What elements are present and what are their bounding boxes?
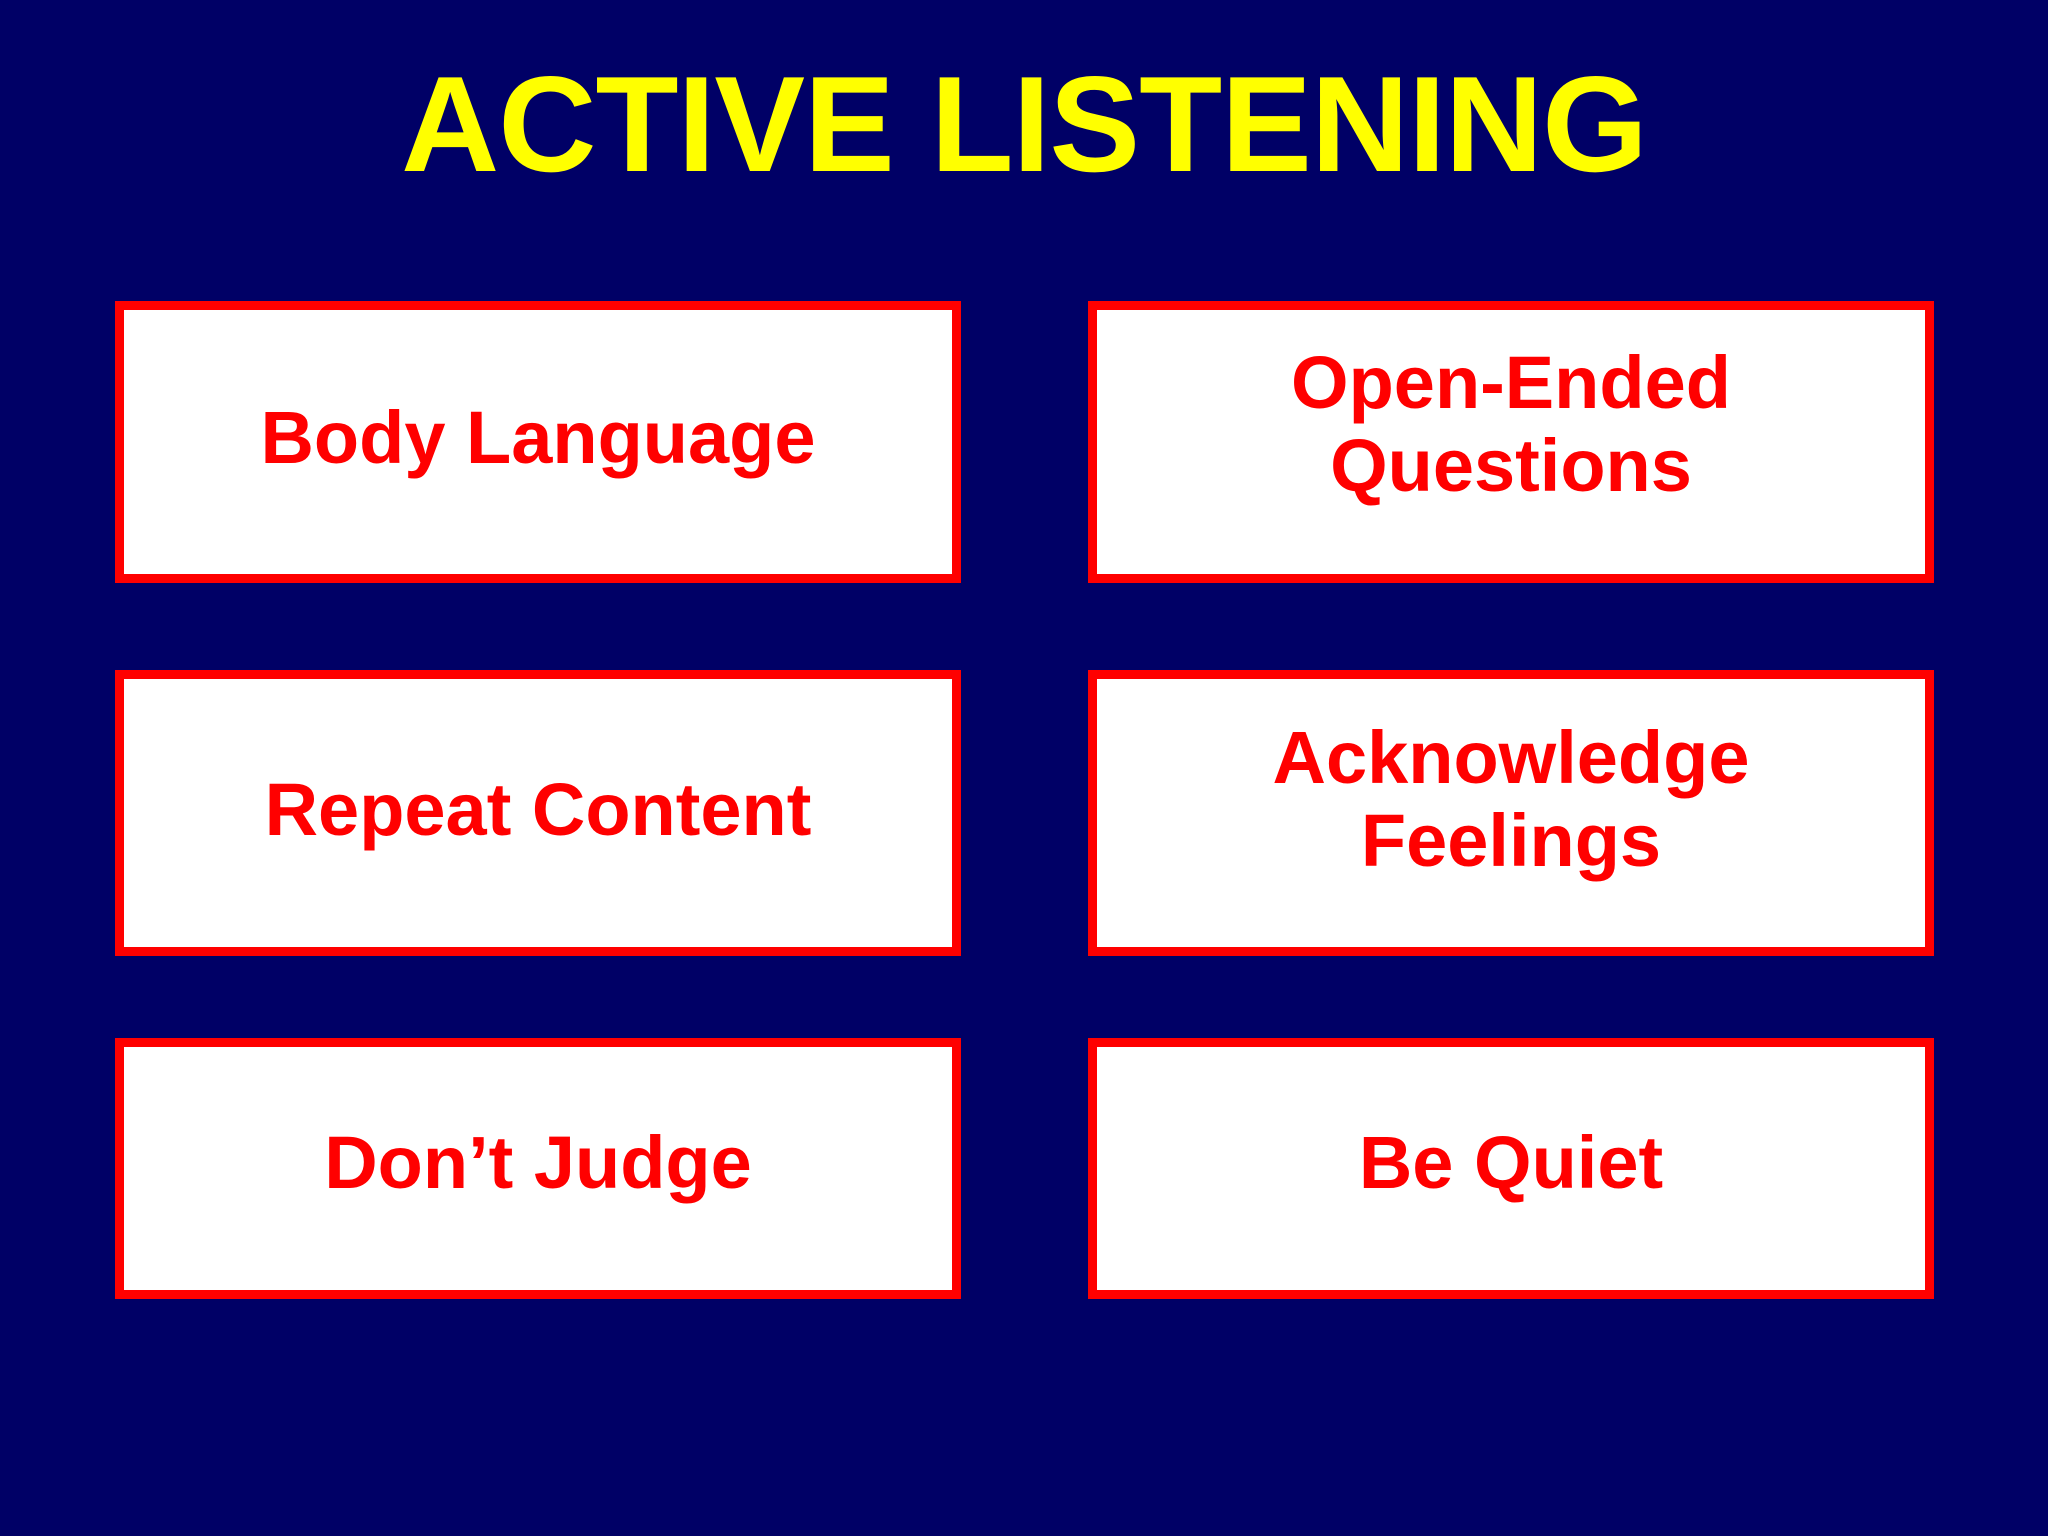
concept-box-line: Acknowledge bbox=[1272, 716, 1750, 800]
concept-box-line: Feelings bbox=[1360, 799, 1662, 882]
concept-box-label: Body Language bbox=[124, 395, 952, 480]
concept-box-label: Open-Ended Questions bbox=[1097, 341, 1925, 508]
concept-box-acknowledge-feelings[interactable]: Acknowledge Feelings bbox=[1088, 670, 1934, 956]
concept-box-line: Questions bbox=[1330, 424, 1692, 507]
concept-box-body-language[interactable]: Body Language bbox=[115, 301, 961, 583]
concept-box-label: Be Quiet bbox=[1097, 1121, 1925, 1205]
concept-box-be-quiet[interactable]: Be Quiet bbox=[1088, 1038, 1934, 1299]
concept-box-line: Be Quiet bbox=[1358, 1121, 1664, 1205]
concept-box-repeat-content[interactable]: Repeat Content bbox=[115, 670, 961, 956]
concept-box-line: Body Language bbox=[260, 395, 816, 479]
concept-box-label: Acknowledge Feelings bbox=[1097, 716, 1925, 883]
page-title: ACTIVE LISTENING bbox=[401, 48, 1648, 200]
concept-box-dont-judge[interactable]: Don’t Judge bbox=[115, 1038, 961, 1299]
concept-box-line: Repeat Content bbox=[264, 767, 812, 851]
concept-box-line: Don’t Judge bbox=[324, 1121, 752, 1205]
concept-box-line: Open-Ended bbox=[1291, 341, 1731, 425]
concept-box-label: Repeat Content bbox=[124, 767, 952, 852]
concept-box-label: Don’t Judge bbox=[124, 1121, 952, 1205]
concept-box-open-ended-questions[interactable]: Open-Ended Questions bbox=[1088, 301, 1934, 583]
